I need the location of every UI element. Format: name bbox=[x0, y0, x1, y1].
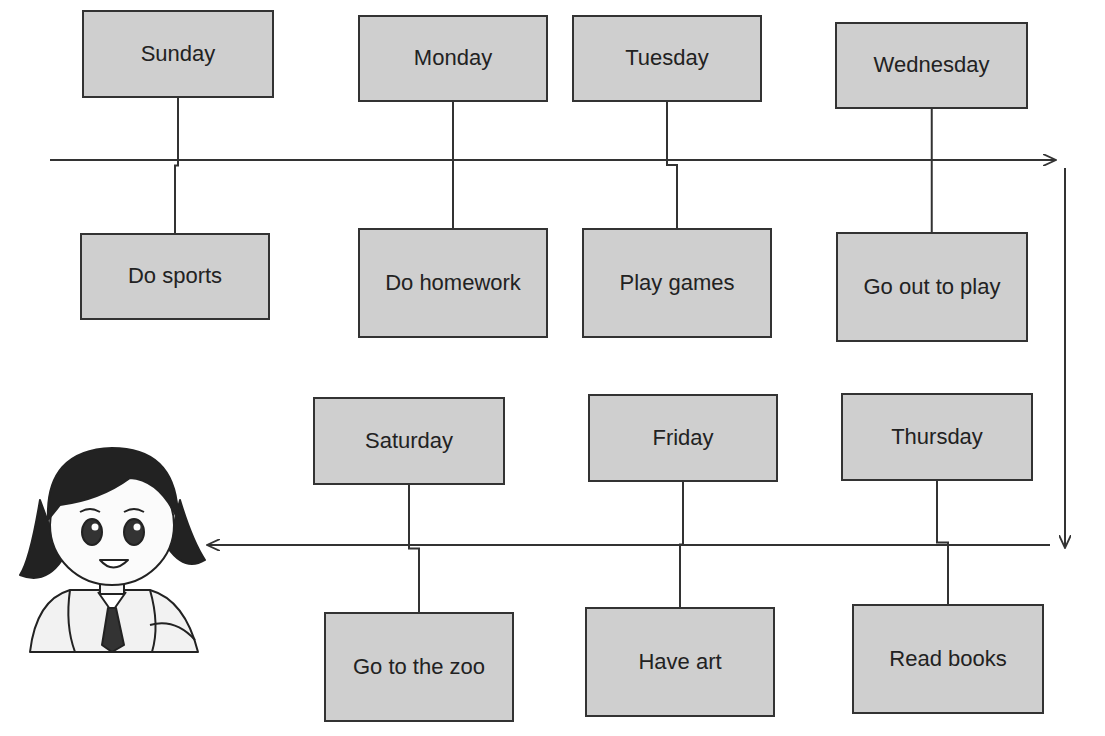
box-label: Go out to play bbox=[854, 266, 1011, 308]
connector-line bbox=[680, 482, 683, 607]
connector-line bbox=[931, 109, 933, 232]
timeline-arrow bbox=[208, 544, 1050, 546]
day-box: Thursday bbox=[841, 393, 1033, 481]
box-label: Tuesday bbox=[615, 37, 719, 79]
day-box: Friday bbox=[588, 394, 778, 482]
connector-line bbox=[409, 485, 419, 612]
box-label: Do homework bbox=[375, 262, 531, 304]
day-box: Tuesday bbox=[572, 15, 762, 102]
connector-line bbox=[175, 98, 178, 233]
day-box: Monday bbox=[358, 15, 548, 102]
activity-box: Go to the zoo bbox=[324, 612, 514, 722]
day-box: Saturday bbox=[313, 397, 505, 485]
connector-line bbox=[667, 102, 677, 228]
day-box: Wednesday bbox=[835, 22, 1028, 109]
girl-illustration bbox=[20, 448, 205, 652]
activity-box: Read books bbox=[852, 604, 1044, 714]
activity-box: Go out to play bbox=[836, 232, 1028, 342]
activity-box: Play games bbox=[582, 228, 772, 338]
timeline-arrow bbox=[50, 159, 1055, 161]
activity-box: Do homework bbox=[358, 228, 548, 338]
timeline-arrow bbox=[1064, 168, 1066, 547]
activity-box: Have art bbox=[585, 607, 775, 717]
activity-box: Do sports bbox=[80, 233, 270, 320]
box-label: Monday bbox=[404, 37, 502, 79]
box-label: Saturday bbox=[355, 420, 463, 462]
box-label: Go to the zoo bbox=[343, 646, 495, 688]
box-label: Thursday bbox=[881, 416, 993, 458]
box-label: Play games bbox=[610, 262, 745, 304]
box-label: Read books bbox=[879, 638, 1016, 680]
box-label: Do sports bbox=[118, 255, 232, 297]
box-label: Have art bbox=[628, 641, 731, 683]
day-box: Sunday bbox=[82, 10, 274, 98]
box-label: Wednesday bbox=[864, 44, 1000, 86]
box-label: Friday bbox=[642, 417, 723, 459]
connector-line bbox=[452, 102, 454, 228]
connector-line bbox=[937, 481, 948, 604]
box-label: Sunday bbox=[131, 33, 226, 75]
